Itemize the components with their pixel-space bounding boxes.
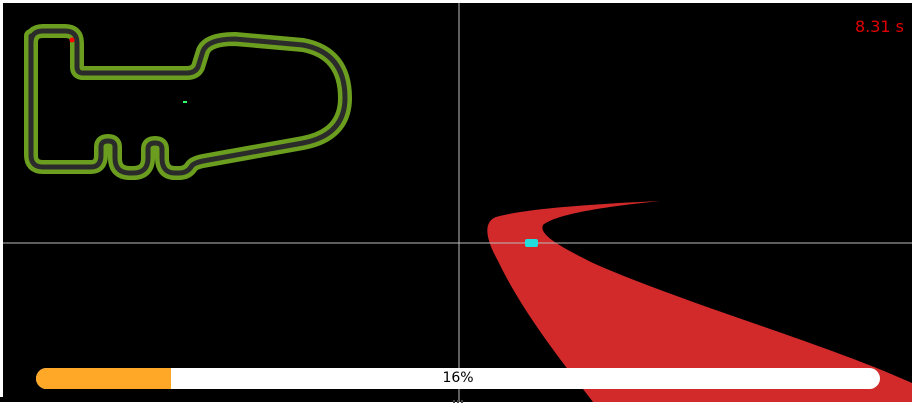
minimap-track-inner [28, 28, 348, 176]
game-canvas[interactable]: 8.31 s 16% [3, 3, 912, 402]
corner-mark [0, 397, 3, 402]
lap-timer: 8.31 s [854, 17, 904, 36]
progress-bar: 16% [36, 368, 880, 389]
minimap-opponent-marker [183, 101, 187, 103]
progress-label: 16% [442, 370, 474, 386]
minimap-player-marker [69, 37, 75, 43]
game-scene [3, 3, 912, 402]
drag-handle[interactable] [453, 400, 463, 405]
progress-bar-fill [36, 368, 172, 389]
road-surface [487, 201, 912, 402]
player-car [525, 239, 538, 247]
minimap [24, 24, 352, 180]
